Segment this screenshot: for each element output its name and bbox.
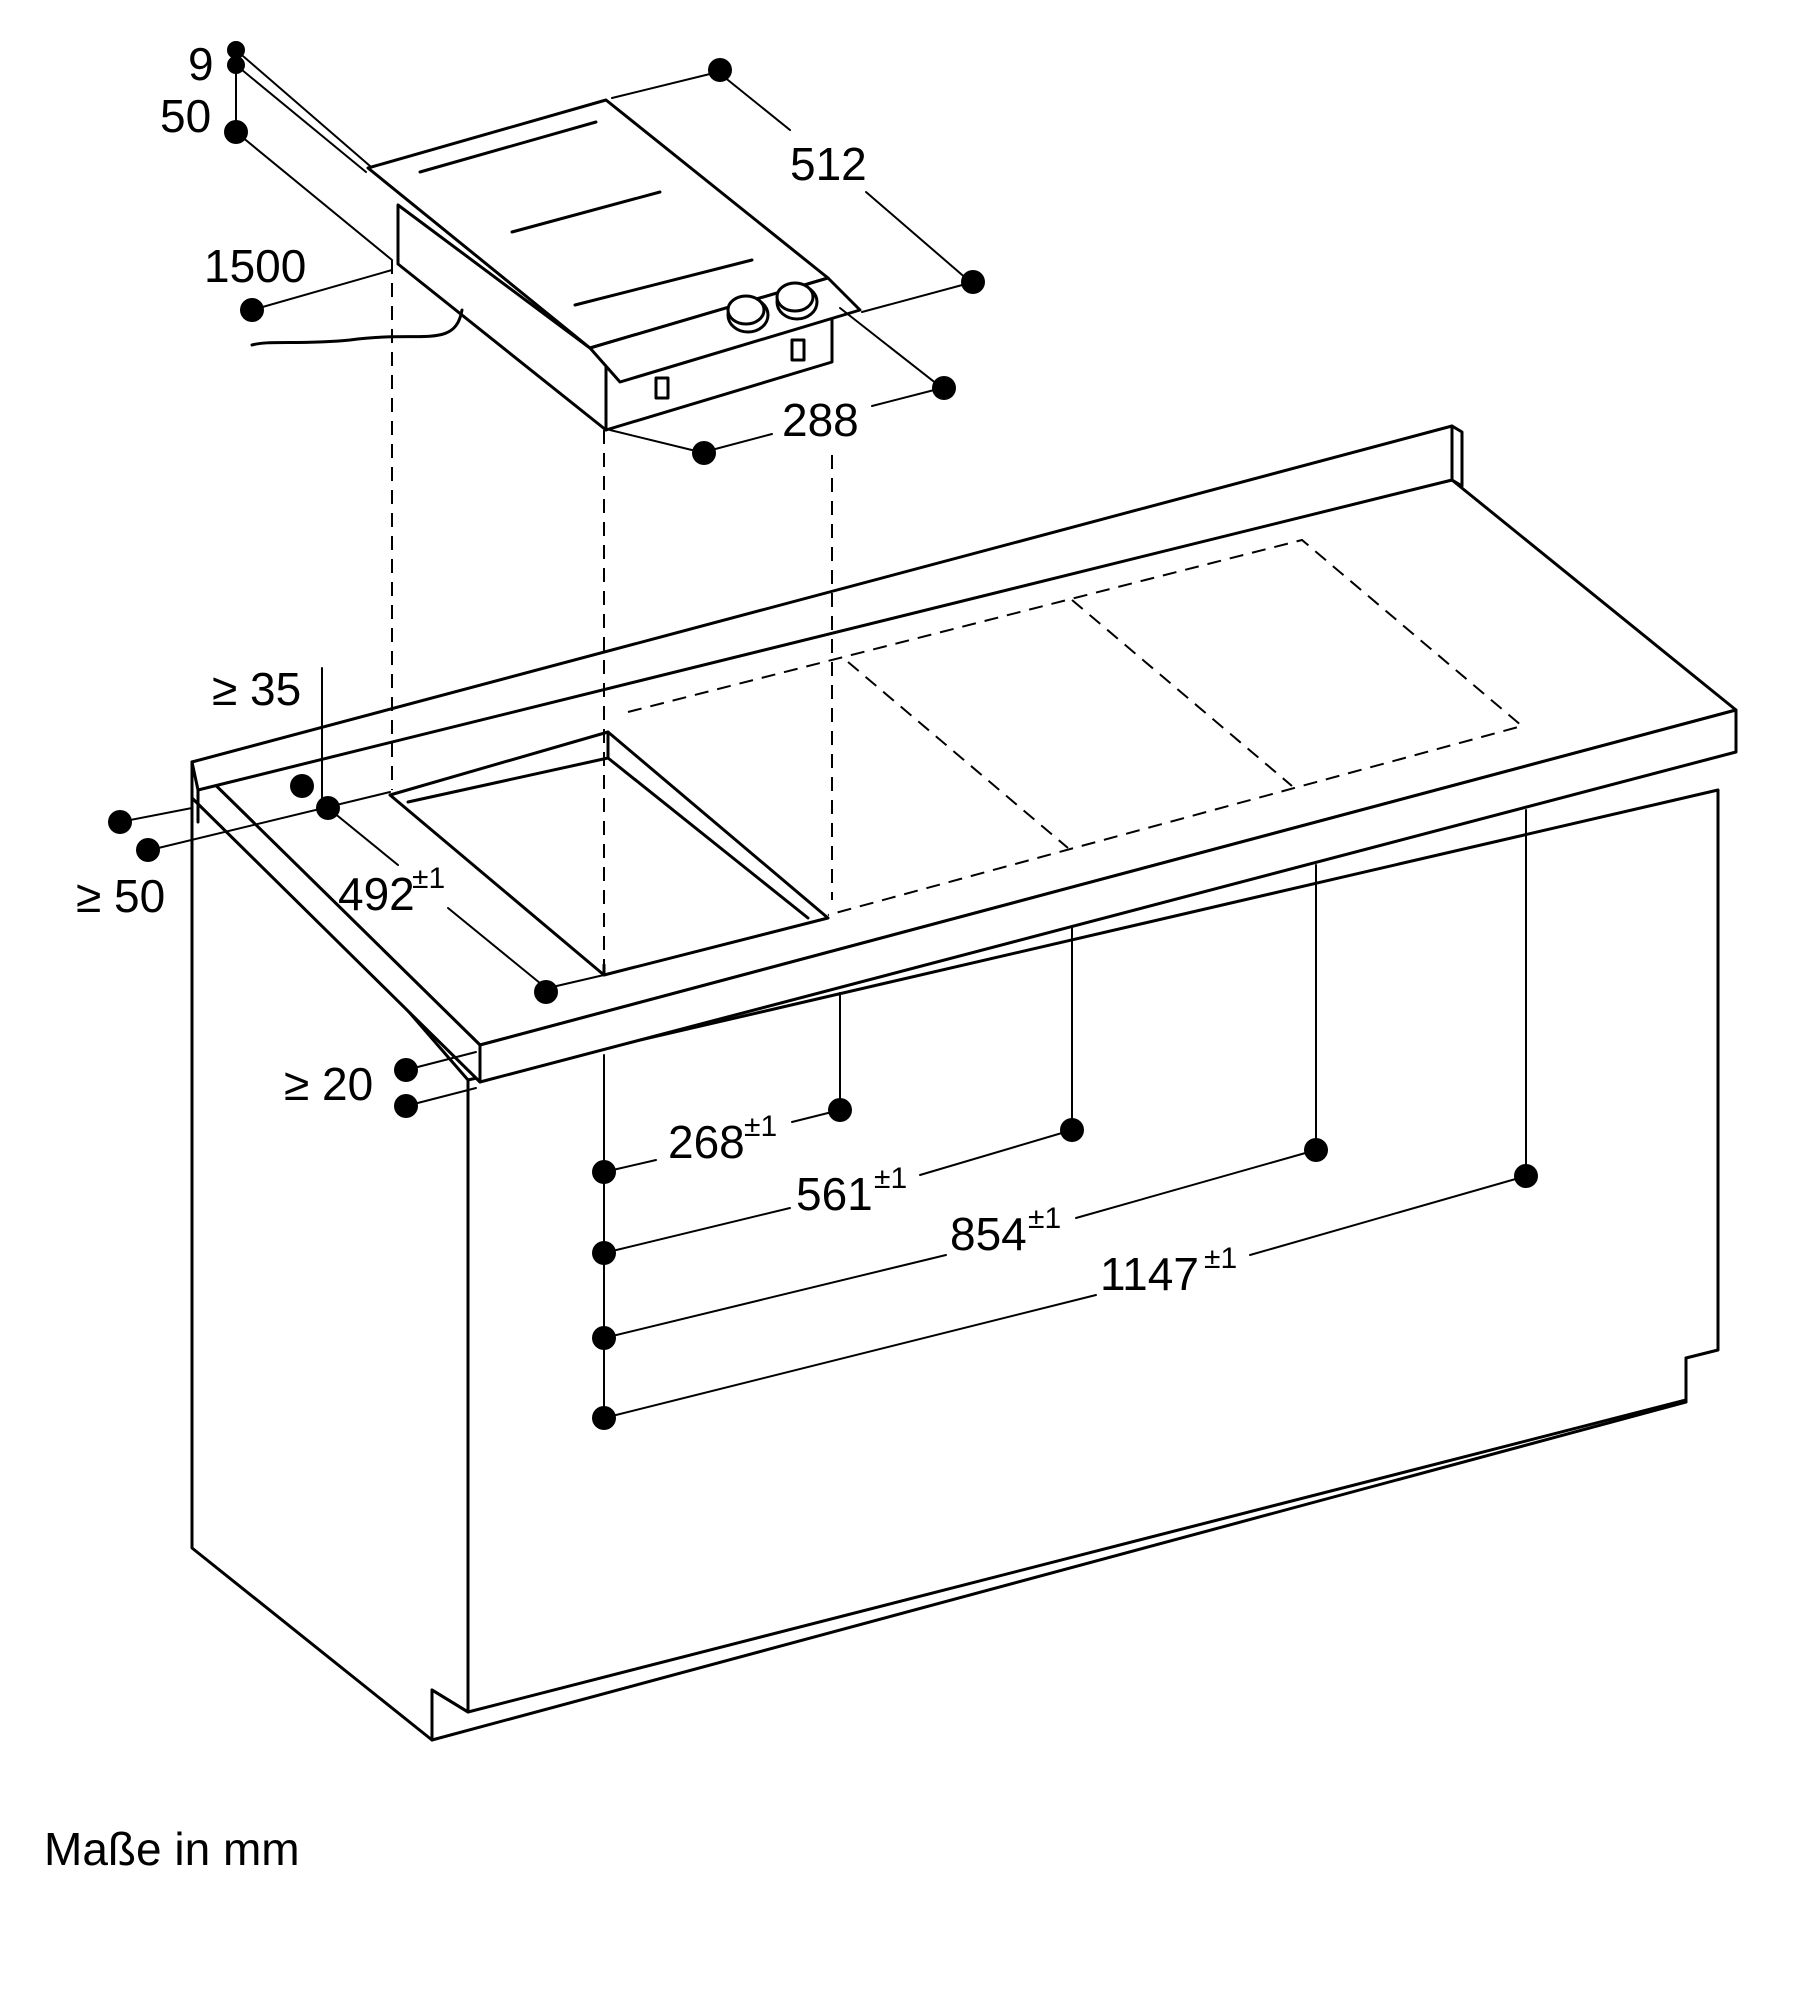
label-cable-1500: 1500 — [204, 240, 306, 292]
future-cutouts — [627, 538, 1525, 916]
vent-icon — [654, 376, 670, 400]
label-rear-35: ≥ 35 — [212, 663, 301, 715]
power-cable-icon — [250, 308, 464, 347]
label-cut-561-tolerance: ±1 — [874, 1162, 907, 1195]
control-knob-icon[interactable] — [726, 294, 770, 334]
label-front-50: ≥ 50 — [76, 870, 165, 922]
label-edge-9: 9 — [188, 38, 214, 90]
cooktop — [250, 98, 862, 432]
cabinet — [190, 760, 1720, 1742]
label-cut-1147: 1147 — [1100, 1248, 1199, 1300]
label-height-50: 50 — [160, 90, 211, 142]
label-cut-268: 268 — [668, 1116, 745, 1168]
label-cutout-492: 492 — [338, 868, 415, 920]
cutout — [388, 730, 830, 977]
units-note: Maße in mm — [44, 1823, 300, 1875]
label-cut-1147-tolerance: ±1 — [1204, 1242, 1237, 1275]
label-depth-512: 512 — [790, 138, 867, 190]
control-knob-icon[interactable] — [775, 281, 819, 321]
label-worktop-20: ≥ 20 — [284, 1058, 373, 1110]
dimension-labels: 9 50 512 1500 288 ≥ 35 ≥ 50 492 ±1 ≥ 20 … — [76, 38, 1237, 1300]
dimension-dots — [108, 41, 1538, 1430]
label-cut-854-tolerance: ±1 — [1028, 1202, 1061, 1235]
dimension-lines — [119, 49, 1527, 1419]
projection-lines — [391, 260, 833, 965]
label-cut-268-tolerance: ±1 — [744, 1110, 777, 1143]
vent-icon — [790, 338, 806, 362]
label-cut-854: 854 — [950, 1208, 1027, 1260]
label-cutout-492-tolerance: ±1 — [412, 862, 445, 895]
label-width-288: 288 — [782, 394, 859, 446]
label-cut-561: 561 — [796, 1168, 873, 1220]
